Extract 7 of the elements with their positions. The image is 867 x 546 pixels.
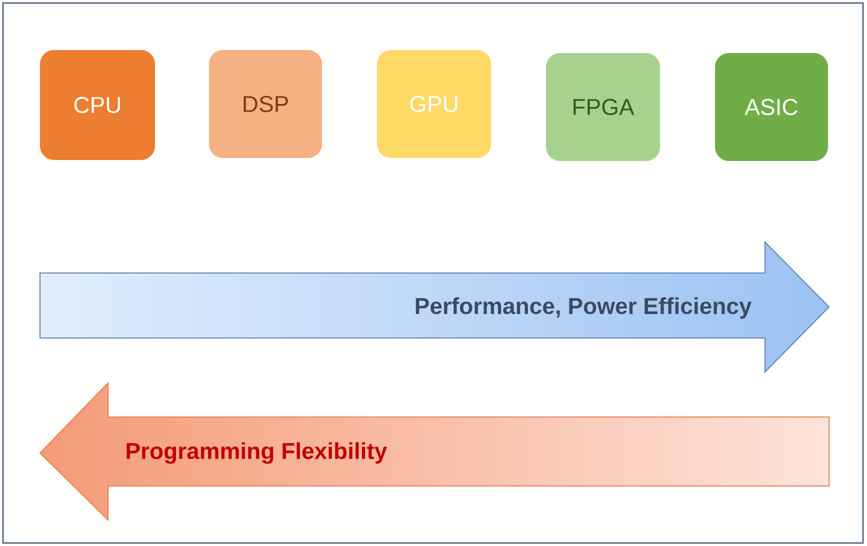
chip-box: CPU: [40, 50, 155, 160]
chip-box: FPGA: [546, 53, 660, 161]
arrow-label: Performance, Power Efficiency: [416, 297, 752, 319]
chip-box: ASIC: [715, 53, 828, 161]
chip-box: GPU: [377, 50, 491, 158]
arrow-label: Programming Flexibility: [126, 442, 388, 464]
chip-box: DSP: [209, 50, 322, 158]
